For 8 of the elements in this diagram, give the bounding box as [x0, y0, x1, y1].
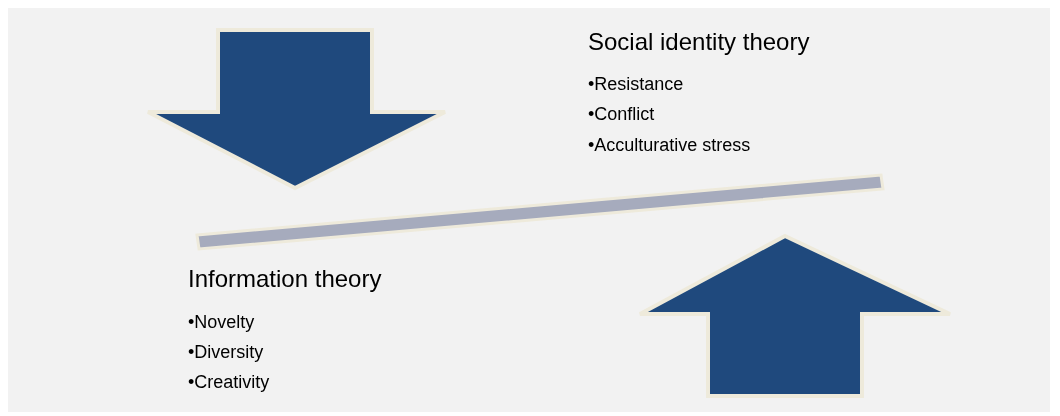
list-item: •Creativity [188, 372, 270, 393]
list-item: •Resistance [588, 74, 684, 95]
heading-text: Information theory [188, 265, 382, 293]
list-item: •Diversity [188, 342, 264, 363]
list-item: •Conflict [588, 104, 655, 125]
list-item: •Acculturative stress [588, 135, 751, 156]
list-item: •Novelty [188, 312, 255, 333]
heading-text: Social identity theory [588, 28, 810, 56]
